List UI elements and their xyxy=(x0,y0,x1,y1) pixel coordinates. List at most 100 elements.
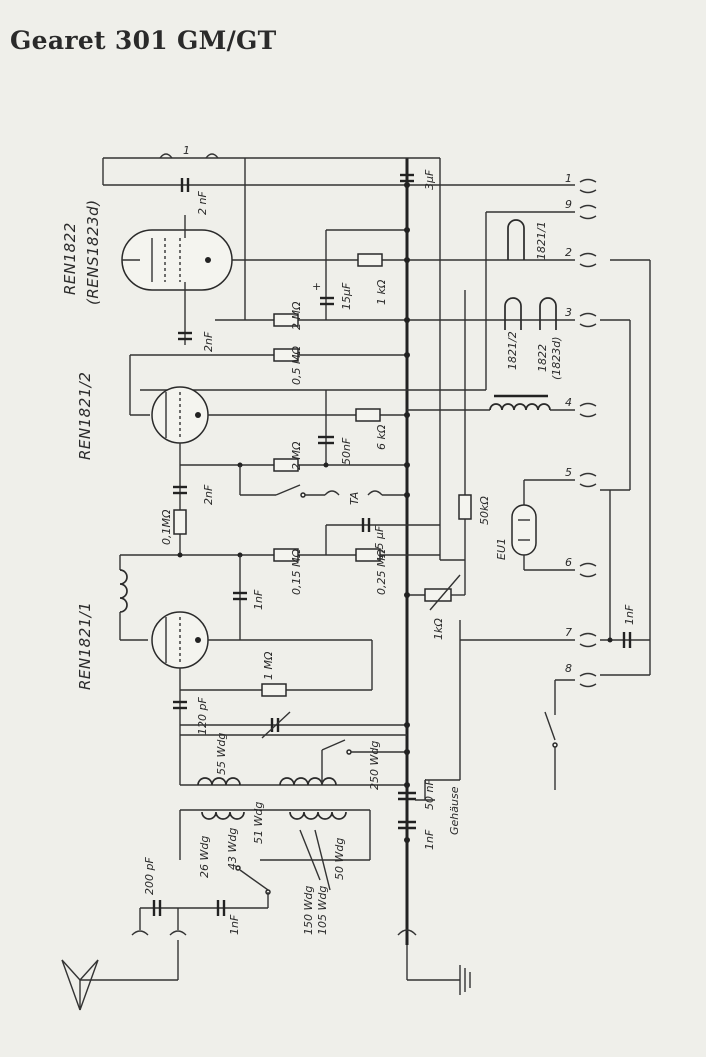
chassis-connection: Gehäuse xyxy=(415,620,461,835)
coil-51wdg-label: 51 Wdg xyxy=(252,802,265,844)
top-switch: 1 xyxy=(159,144,219,159)
connector-pin: 7 xyxy=(565,626,597,648)
connector-pin: 6 xyxy=(565,556,597,578)
mains-switch xyxy=(544,640,651,790)
capacitor-50nf-b-label: 50 nF xyxy=(423,779,436,810)
tube-ren1822: REN1822 (RENS1823d) xyxy=(61,199,233,320)
connector-pin-label: 1 xyxy=(565,172,572,185)
coil-55wdg-label: 55 Wdg xyxy=(215,733,228,775)
filament-1823d-label: (1823d) xyxy=(550,336,563,380)
connector-pin: 2 xyxy=(565,246,597,268)
resistor-6k: 6 kΩ xyxy=(355,408,388,450)
capacitor-2nf-top-label: 2 nF xyxy=(196,191,209,215)
capacitor-15uf-label: 15μF xyxy=(340,282,353,310)
rectifier-eu1: EU1 xyxy=(495,479,575,571)
capacitor-120pf: 120 pF xyxy=(173,697,407,739)
feedback-coil xyxy=(119,555,148,641)
coil-105wdg-label: 105 Wdg xyxy=(316,886,329,935)
filament-1821-2-label: 1821/2 xyxy=(506,331,519,370)
chassis-label: Gehäuse xyxy=(448,786,461,835)
resistor-05m: 0,5 MΩ xyxy=(273,346,303,385)
capacitor-1nf-c-label: 1nF xyxy=(423,829,436,850)
resistor-01m-label: 0,1MΩ xyxy=(160,509,173,545)
coil-26wdg-label: 26 Wdg xyxy=(198,836,211,878)
capacitor-15uf-plus: + xyxy=(312,280,321,293)
connector-pin: 1 xyxy=(565,172,597,194)
capacitor-50nf-a-label: 50nF xyxy=(340,437,353,465)
top-wiring xyxy=(102,157,651,640)
capacitor-2nf-mid: 2nF xyxy=(178,331,215,352)
connector-pin: 8 xyxy=(565,662,597,688)
capacitor-50nf-a: 50nF xyxy=(318,390,353,465)
filament-1822-label: 1822 xyxy=(536,344,549,372)
antenna-input xyxy=(61,908,187,1011)
capacitor-1nf-c: 1nF xyxy=(398,820,436,850)
connector-pins: 1 9 2 3 4 5 6 xyxy=(565,172,597,688)
eu1-label: EU1 xyxy=(495,538,508,560)
resistor-2m-a: 2 MΩ xyxy=(273,301,303,330)
connector-pin: 3 xyxy=(565,306,597,328)
coil-55wdg: 55 Wdg xyxy=(179,733,407,786)
capacitor-1nf-d: 1nF xyxy=(216,900,241,935)
ta-label: TA xyxy=(348,492,361,505)
connector-pin: 4 xyxy=(565,396,597,418)
filament-1821-1: 1821/1 xyxy=(507,219,548,260)
connector-pin: 9 xyxy=(565,198,597,220)
filament-1822: 1822 (1823d) xyxy=(536,297,563,380)
resistor-1m-label: 1 MΩ xyxy=(262,651,275,680)
resistor-01m: 0,1MΩ xyxy=(160,509,187,545)
capacitor-1nf-a: 1nF xyxy=(233,555,265,640)
resistor-2m-b: 2 MΩ xyxy=(180,441,407,472)
potentiometer-1k: 1kΩ xyxy=(407,559,466,640)
tube-ren1821-1-label: REN1821/1 xyxy=(76,602,94,690)
filament-1821-2: 1821/2 xyxy=(504,297,522,370)
speaker-coil xyxy=(407,394,575,411)
resistor-025m: 0,25 MΩ xyxy=(355,548,388,595)
coil-250wdg-label: 250 Wdg xyxy=(368,741,381,790)
resistor-2m-b-label: 2 MΩ xyxy=(290,441,303,470)
connector-pin-label: 5 xyxy=(565,466,572,479)
capacitor-15uf: + 15μF xyxy=(312,280,353,310)
capacitor-3uf: 3μF xyxy=(400,169,436,190)
tube-ren1822-label: REN1822 xyxy=(61,222,79,295)
resistor-1k-label: 1 kΩ xyxy=(375,279,388,305)
capacitor-2nf-mid-label: 2nF xyxy=(202,331,215,352)
coil-250wdg-switch: 250 Wdg xyxy=(321,739,407,790)
connector-pin-label: 2 xyxy=(565,246,572,259)
connector-pin-label: 6 xyxy=(565,556,572,569)
potentiometer-1k-label: 1kΩ xyxy=(432,618,445,640)
resistor-50k-label: 50kΩ xyxy=(478,496,491,525)
ground-terminal xyxy=(397,929,471,995)
capacitor-2nf-top: 2 nF xyxy=(180,178,209,215)
resistor-05m-label: 0,5 MΩ xyxy=(290,346,303,385)
resistor-1m: 1 MΩ xyxy=(180,651,372,697)
capacitor-120pf-label: 120 pF xyxy=(196,697,209,735)
capacitor-1nf-b-label: 1nF xyxy=(623,604,636,625)
resistor-015m-label: 0,15 MΩ xyxy=(290,549,303,595)
ta-switch: TA xyxy=(239,465,407,505)
resistor-025m-label: 0,25 MΩ xyxy=(375,549,388,595)
connector-pin-label: 7 xyxy=(565,626,572,639)
tube-ren1822-alt-label: (RENS1823d) xyxy=(84,199,102,305)
page-title: Gearet 301 GM/GT xyxy=(10,26,277,55)
connector-pin-label: 4 xyxy=(565,396,572,409)
capacitor-1nf-d-label: 1nF xyxy=(228,914,241,935)
capacitor-50nf-b: 50 nF xyxy=(398,779,436,810)
capacitor-2nf-b-label: 2nF xyxy=(202,484,215,505)
coil-43wdg-label: 43 Wdg xyxy=(226,828,239,870)
tube-ren1821-1: REN1821/1 xyxy=(76,602,373,735)
capacitor-1nf-b: 1nF xyxy=(460,489,650,648)
connector-pin-label: 8 xyxy=(565,662,572,675)
resistor-6k-label: 6 kΩ xyxy=(375,424,388,450)
connector-pin: 5 xyxy=(565,466,597,488)
resistor-50k: 50kΩ xyxy=(458,290,491,560)
resistor-2m-a-label: 2 MΩ xyxy=(290,301,303,330)
capacitor-1nf-a-label: 1nF xyxy=(252,589,265,610)
antenna-coil-block: 26 Wdg 43 Wdg 51 Wdg 50 Wdg 150 Wdg 105 … xyxy=(179,802,371,935)
coil-150wdg-label: 150 Wdg xyxy=(302,886,315,935)
resistor-1k: 1 kΩ xyxy=(357,253,388,305)
coil-50wdg-label: 50 Wdg xyxy=(333,838,346,880)
bus-junctions xyxy=(404,182,410,843)
